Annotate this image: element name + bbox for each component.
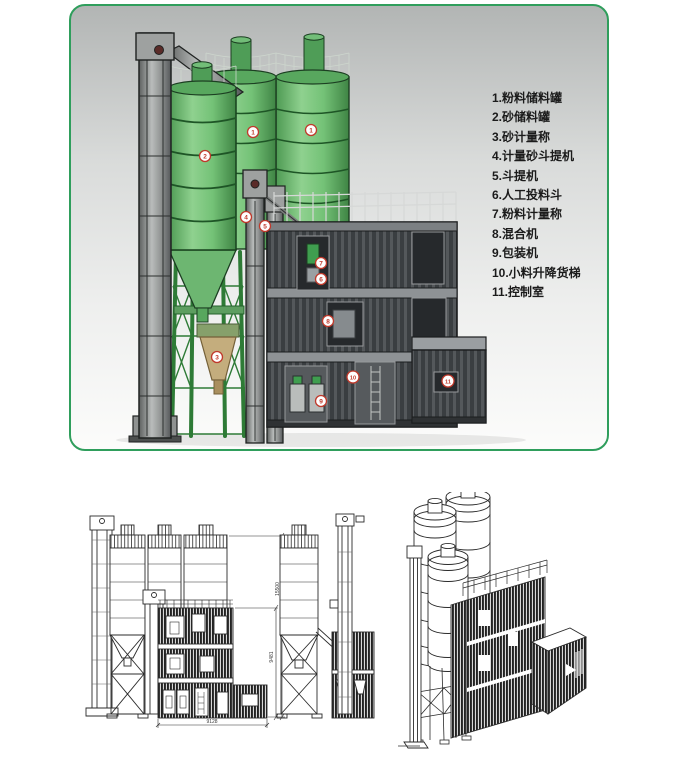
cad-drawings: 15500 9481 9128 xyxy=(80,482,600,760)
ground-shadow xyxy=(116,433,526,447)
svg-text:3: 3 xyxy=(215,354,219,361)
svg-text:9: 9 xyxy=(319,398,323,405)
svg-text:5: 5 xyxy=(263,223,267,230)
legend-item: 11.控制室 xyxy=(492,285,545,300)
legend-item: 9.包装机 xyxy=(492,246,539,261)
dim-total-height: 15500 xyxy=(275,582,281,596)
dim-building-width: 9128 xyxy=(206,719,217,725)
iso-elevator xyxy=(403,545,429,749)
bucket-elevator-left xyxy=(128,32,182,443)
front-building xyxy=(157,599,234,719)
bagging-machines xyxy=(289,375,325,413)
marker-8: 8 xyxy=(321,314,335,328)
legend-item: 6.人工投料斗 xyxy=(492,188,563,203)
legend-item: 10.小料升降货梯 xyxy=(492,265,581,280)
product-overview-panel: 1 1 2 3 4 5 7 6 8 10 9 11 1.粉料储料罐 2.砂储料罐… xyxy=(69,4,609,451)
legend-item: 4.计量砂斗提机 xyxy=(492,149,575,164)
svg-text:6: 6 xyxy=(319,276,323,283)
legend-item: 8.混合机 xyxy=(492,226,539,241)
marker-4: 4 xyxy=(239,210,253,224)
legend-item: 7.粉料计量称 xyxy=(492,207,563,222)
svg-text:1: 1 xyxy=(309,127,313,134)
side-elevation xyxy=(276,513,375,719)
svg-text:7: 7 xyxy=(319,260,323,267)
svg-text:8: 8 xyxy=(326,318,330,325)
marker-6: 6 xyxy=(314,272,328,286)
legend-item: 2.砂储料罐 xyxy=(492,110,551,125)
roof-railing xyxy=(273,191,457,222)
marker-3: 3 xyxy=(210,350,224,364)
marker-9: 9 xyxy=(314,394,328,408)
side-elevator xyxy=(329,513,365,715)
dim-building-height: 9481 xyxy=(269,651,275,662)
isometric-view xyxy=(398,482,588,749)
marker-7: 7 xyxy=(314,256,328,270)
front-annex xyxy=(232,684,268,719)
marker-1: 1 xyxy=(304,123,318,137)
elevation-drawings: 15500 9481 9128 xyxy=(85,482,588,749)
svg-text:11: 11 xyxy=(445,379,451,385)
marker-1: 1 xyxy=(246,125,260,139)
svg-text:4: 4 xyxy=(244,214,248,221)
legend-item: 1.粉料储料罐 xyxy=(492,91,563,105)
marker-2: 2 xyxy=(198,149,212,163)
part-markers: 1 1 2 3 4 5 7 6 8 10 9 11 xyxy=(198,123,455,408)
svg-text:10: 10 xyxy=(350,375,356,381)
marker-10: 10 xyxy=(346,370,360,384)
front-elevation: 15500 9481 9128 xyxy=(85,515,285,728)
plant-3d-illustration: 1 1 2 3 4 5 7 6 8 10 9 11 xyxy=(116,32,526,447)
svg-text:2: 2 xyxy=(203,153,207,160)
marker-11: 11 xyxy=(441,374,455,388)
legend-item: 3.砂计量称 xyxy=(492,129,551,144)
legend: 1.粉料储料罐 2.砂储料罐 3.砂计量称 4.计量砂斗提机 5.斗提机 6.人… xyxy=(492,89,607,302)
svg-text:1: 1 xyxy=(251,129,255,136)
legend-item: 5.斗提机 xyxy=(492,168,539,183)
iso-building xyxy=(450,559,548,739)
marker-5: 5 xyxy=(258,219,272,233)
front-silos xyxy=(106,524,228,719)
silo-sand-left xyxy=(167,61,246,438)
iso-annex xyxy=(530,627,588,715)
